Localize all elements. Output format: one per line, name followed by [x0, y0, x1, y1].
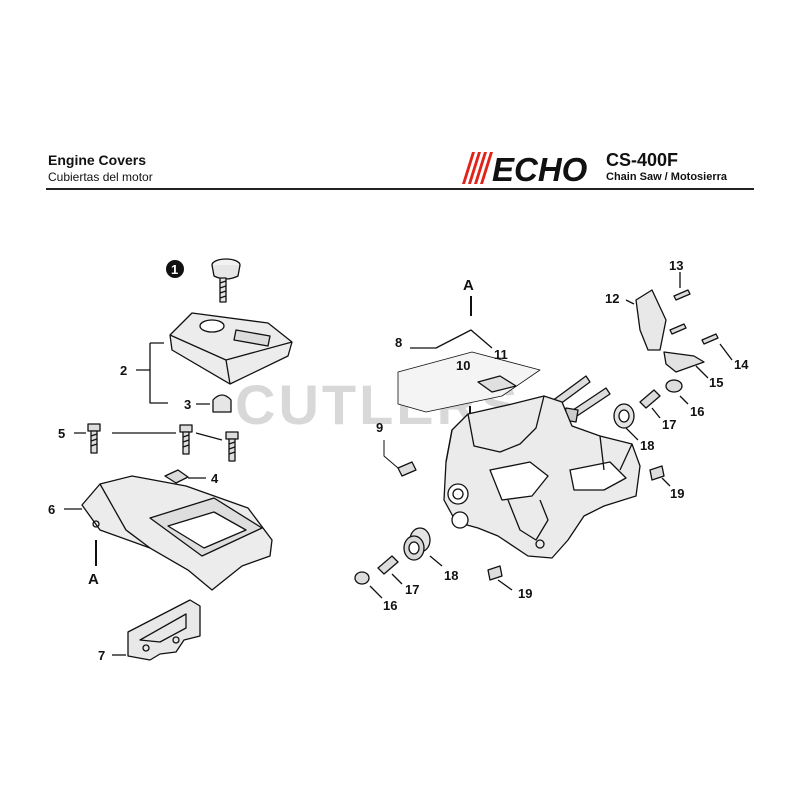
callout-13: 13 — [669, 258, 683, 273]
part-knob — [211, 258, 241, 303]
part-bolts — [87, 423, 239, 462]
callout-10: 10 — [456, 358, 470, 373]
callout-19-upper: 19 — [670, 486, 684, 501]
callout-18-lower: 18 — [444, 568, 458, 583]
section-subtitle: Cubiertas del motor — [48, 170, 153, 184]
part-gasket — [127, 599, 201, 661]
part-grommet-19b — [487, 565, 503, 581]
callout-2: 2 — [120, 363, 127, 378]
callout-6: 6 — [48, 502, 55, 517]
callout-4: 4 — [211, 471, 219, 486]
callout-12: 12 — [605, 291, 619, 306]
reference-a-right: A — [463, 277, 474, 294]
callout-16-lower: 16 — [383, 598, 397, 613]
reference-a-left: A — [88, 571, 99, 588]
part-grommet-19a — [649, 465, 665, 481]
part-chain-catcher-bracket — [635, 289, 667, 351]
callout-17-upper: 17 — [662, 417, 676, 432]
part-chain-catcher — [663, 351, 705, 373]
callout-1-circle — [166, 260, 184, 278]
callout-9: 9 — [376, 420, 383, 435]
callout-3: 3 — [184, 397, 191, 412]
part-nut — [164, 469, 189, 484]
product-type: Chain Saw / Motosierra — [606, 171, 728, 183]
part-plate — [477, 375, 517, 393]
callout-11: 11 — [494, 347, 508, 362]
part-screws-13 — [669, 289, 691, 335]
part-bolt-9 — [397, 461, 417, 477]
callout-14: 14 — [734, 357, 749, 372]
part-filter-cover — [169, 312, 293, 385]
callout-1: 1 — [171, 262, 178, 277]
callout-19-lower: 19 — [518, 586, 532, 601]
model-number: CS-400F — [606, 150, 679, 170]
callout-15: 15 — [709, 375, 723, 390]
callout-5: 5 — [58, 426, 65, 441]
part-grommet — [212, 394, 232, 413]
callout-8: 8 — [395, 335, 402, 350]
callout-17-lower: 17 — [405, 582, 419, 597]
part-washer-16b — [354, 571, 370, 585]
part-screw-14 — [701, 333, 719, 345]
callout-16-upper: 16 — [690, 404, 704, 419]
part-crankcase — [443, 395, 641, 559]
part-top-cover — [81, 475, 273, 591]
callout-7: 7 — [98, 648, 105, 663]
part-fitting-17a — [639, 389, 661, 409]
echo-logo: ECHO — [462, 151, 588, 186]
header-rule — [46, 188, 754, 190]
section-title: Engine Covers — [48, 152, 147, 168]
brand-wordmark: ECHO — [492, 151, 588, 186]
part-washer-16a — [665, 379, 683, 393]
callout-18-upper: 18 — [640, 438, 654, 453]
part-fitting-17b — [377, 555, 399, 575]
